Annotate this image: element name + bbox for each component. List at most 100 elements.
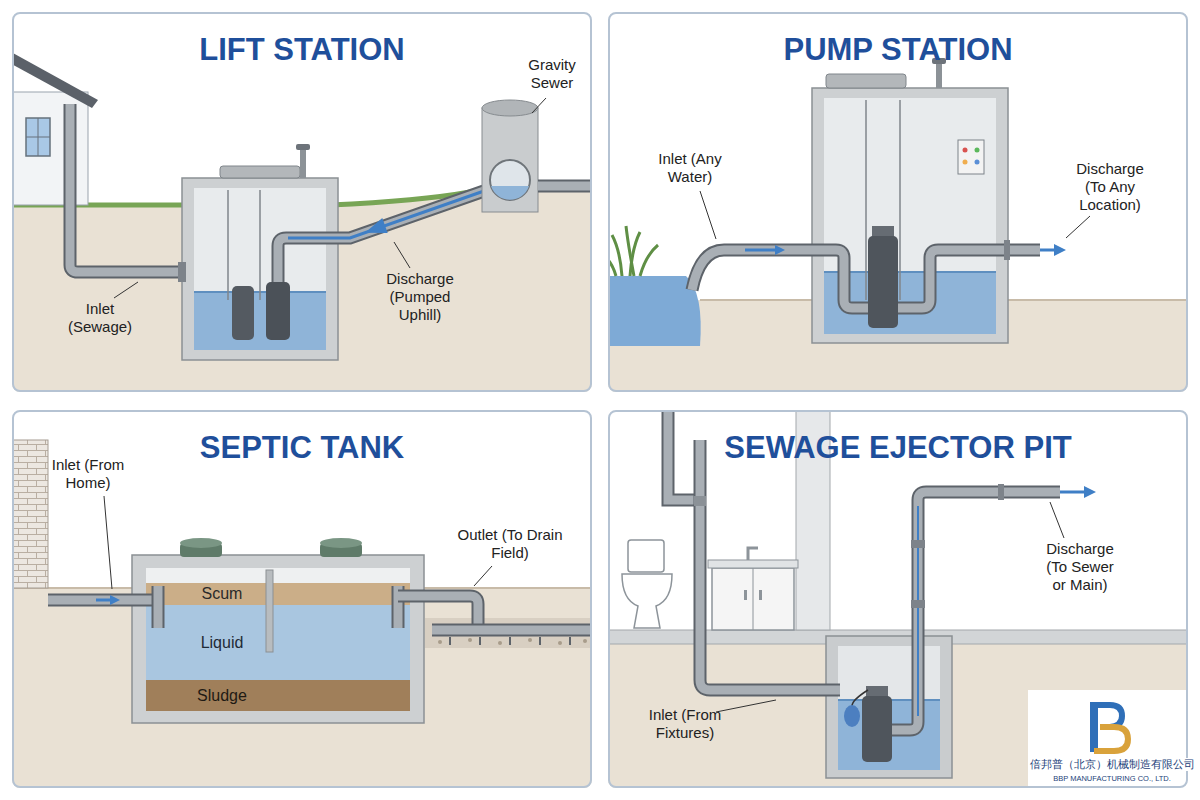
- submersible-pump: [868, 226, 898, 328]
- company-logo: [1028, 690, 1196, 792]
- septic-tank: [146, 583, 410, 605]
- lift-tank: [259, 190, 261, 300]
- flow-stripe: [917, 506, 919, 716]
- sink-cabinet: [708, 560, 798, 568]
- drain-lateral: [432, 624, 592, 637]
- company-logo: [1094, 705, 1122, 727]
- gravity-sewer-manhole: [482, 100, 538, 116]
- soil: [12, 186, 592, 392]
- callout-label: Outlet (To Drain Field): [451, 526, 569, 562]
- gravel: [583, 639, 587, 643]
- company-logo: [1090, 702, 1098, 752]
- drain-holes: [569, 637, 571, 645]
- drain-holes: [449, 637, 451, 645]
- septic-tank: [132, 555, 424, 723]
- discharge-pipe: [898, 250, 1040, 308]
- leader-line: [1066, 216, 1090, 238]
- sink-cabinet: [712, 568, 794, 630]
- pump-station-chamber: [899, 100, 901, 300]
- pipe-flange: [911, 600, 925, 608]
- flow-stripe: [288, 191, 484, 238]
- septic-tank: [180, 538, 222, 548]
- toilet: [622, 574, 672, 628]
- leader-line: [114, 98, 546, 298]
- ejector-pit: [838, 646, 940, 770]
- gravel: [558, 641, 562, 645]
- watermark: 倍邦普（北京）机械制造有限公司: [1029, 758, 1196, 771]
- pump-station-chamber: [826, 74, 906, 88]
- leader-line: [104, 496, 112, 589]
- inlet-pipe: [692, 250, 870, 308]
- reeds: [608, 226, 658, 276]
- control-box: [975, 160, 980, 165]
- flow-arrow: [1054, 244, 1066, 256]
- drain-holes: [539, 637, 541, 645]
- flow-arrow: [1060, 491, 1086, 494]
- company-logo: [1094, 727, 1128, 751]
- inlet-pipe: [48, 596, 160, 605]
- gravity-sewer-manhole: [491, 186, 529, 200]
- gravity-sewer-manhole: [490, 160, 530, 200]
- reeds: [626, 226, 634, 276]
- pump-station-art: [608, 58, 1188, 392]
- gravel: [438, 640, 442, 644]
- inlet-tee: [152, 586, 165, 628]
- inlet-pipe: [70, 104, 186, 272]
- septic-tank: [146, 568, 410, 711]
- panel-band: SEWAGE EJECTOR PIT: [608, 410, 1188, 788]
- leader-line: [1050, 502, 1064, 538]
- flow-arrow: [96, 599, 112, 602]
- lift-tank: [194, 292, 326, 350]
- panel-title: SEWAGE EJECTOR PIT: [610, 428, 1186, 468]
- sewer-pipe: [538, 180, 592, 193]
- gravel: [425, 618, 592, 648]
- layer-label: Sludge: [182, 686, 262, 705]
- inlet-tee: [154, 586, 163, 628]
- ejector-pit: [826, 636, 952, 778]
- company-logo: [1028, 690, 1196, 792]
- gravity-sewer-manhole: [482, 100, 538, 212]
- callout-label: Gravity Sewer: [517, 56, 587, 92]
- lift-tank: [266, 282, 290, 340]
- lift-station-art: [12, 48, 592, 392]
- callout-label: Inlet (Any Water): [645, 150, 735, 186]
- drain-holes: [450, 637, 570, 645]
- outlet-pipe: [398, 596, 478, 626]
- pump-station-chamber: [865, 100, 867, 300]
- drain-holes: [479, 637, 481, 645]
- ejector-pump: [844, 686, 892, 762]
- septic-tank: [146, 680, 410, 711]
- control-box: [963, 148, 968, 153]
- panel-title: PUMP STATION: [610, 30, 1186, 70]
- gravel: [468, 638, 472, 642]
- callout-label: Inlet (From Home): [42, 456, 134, 492]
- panel-title: SEPTIC TANK: [14, 428, 590, 468]
- pipe-flange: [998, 484, 1004, 500]
- house: [26, 118, 50, 156]
- sink-cabinet: [753, 568, 754, 630]
- septic-tank-art: [12, 440, 592, 788]
- lift-tank: [182, 144, 338, 360]
- pipe-flange: [178, 262, 186, 282]
- reeds: [640, 245, 658, 276]
- discharge-pipe: [278, 191, 484, 282]
- panel-band: SEPTIC TANK: [12, 410, 592, 788]
- gravel: [425, 618, 592, 648]
- gravity-sewer-manhole: [482, 108, 538, 212]
- sink-cabinet: [708, 548, 798, 630]
- lift-tank: [227, 190, 229, 300]
- ejector-pump: [844, 705, 860, 727]
- gravel: [528, 638, 532, 642]
- ejector-pit: [826, 636, 952, 778]
- toilet: [628, 540, 664, 572]
- septic-tank: [266, 570, 273, 652]
- septic-tank: [146, 605, 410, 680]
- leader-line: [700, 191, 1090, 239]
- leader-line: [114, 282, 138, 298]
- outlet-pipe: [398, 596, 478, 626]
- callout-label: Discharge (To Sewer or Main): [1039, 540, 1121, 594]
- lift-tank: [220, 166, 300, 178]
- layer-label: Scum: [182, 584, 262, 603]
